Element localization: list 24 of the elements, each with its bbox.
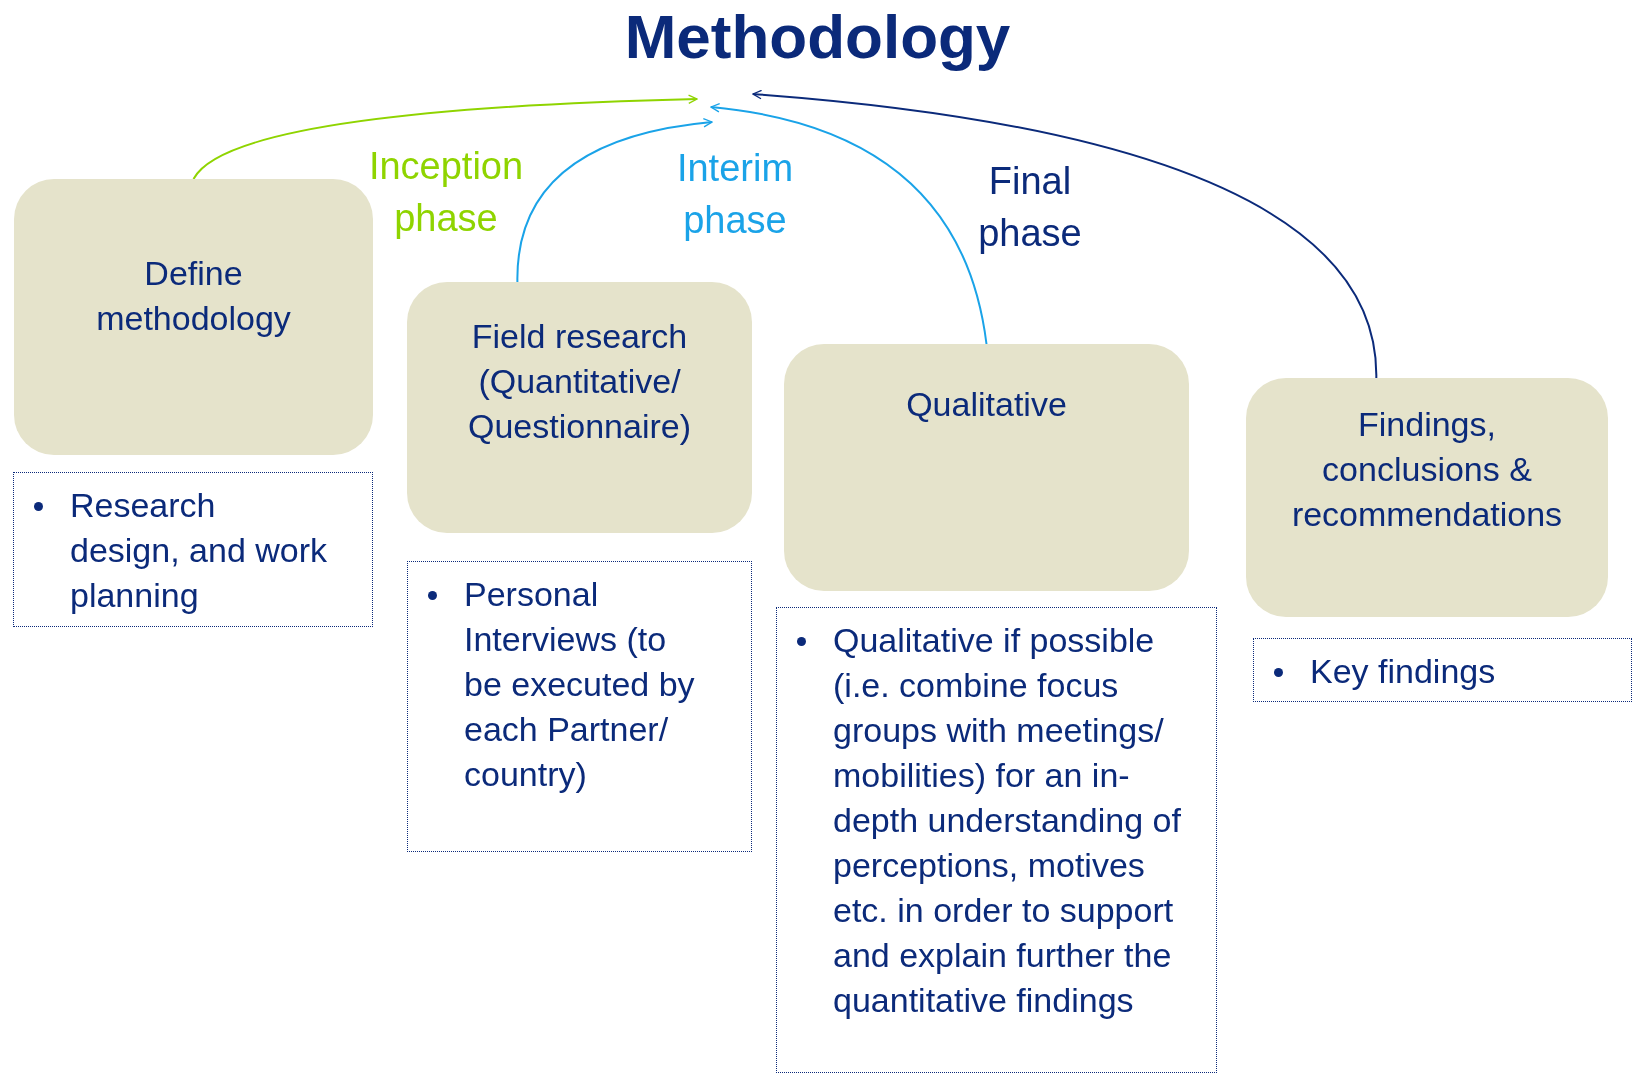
bullet-text: Key findings xyxy=(1310,651,1497,692)
curved-arrow xyxy=(192,94,698,180)
box-text: Qualitative xyxy=(906,384,1067,425)
note-box xyxy=(13,472,373,627)
process-box xyxy=(1246,378,1608,617)
note-box xyxy=(1253,638,1632,702)
bullet-text: Personal Interviews (to be executed by each Partner/ country) xyxy=(464,574,696,795)
curved-arrow xyxy=(516,118,713,283)
process-box xyxy=(407,282,752,533)
curved-arrow xyxy=(752,89,1378,379)
box-text: Findings, conclusions & recommendations xyxy=(1290,404,1564,535)
process-box xyxy=(14,179,373,455)
bullet-text: Research design, and work planning xyxy=(70,485,329,616)
note-box xyxy=(407,561,752,852)
process-box xyxy=(784,344,1189,591)
box-text: Define methodology xyxy=(95,253,292,339)
bullet-text: Qualitative if possible (i.e. combine focus groups with meetings/ mobilities) for an in-depth understanding of perceptions, motives etc. in order to support and explain further the quantitative findings xyxy=(833,620,1182,1021)
edge-label: Interim phase xyxy=(675,146,795,243)
edge-label: Inception phase xyxy=(367,144,525,241)
diagram-title: Methodology xyxy=(624,1,1011,73)
edge-label: Final phase xyxy=(977,159,1083,256)
note-box xyxy=(776,607,1217,1073)
box-text: Field research (Quantitative/ Questionnaire) xyxy=(467,316,692,447)
curved-arrow xyxy=(710,103,988,345)
